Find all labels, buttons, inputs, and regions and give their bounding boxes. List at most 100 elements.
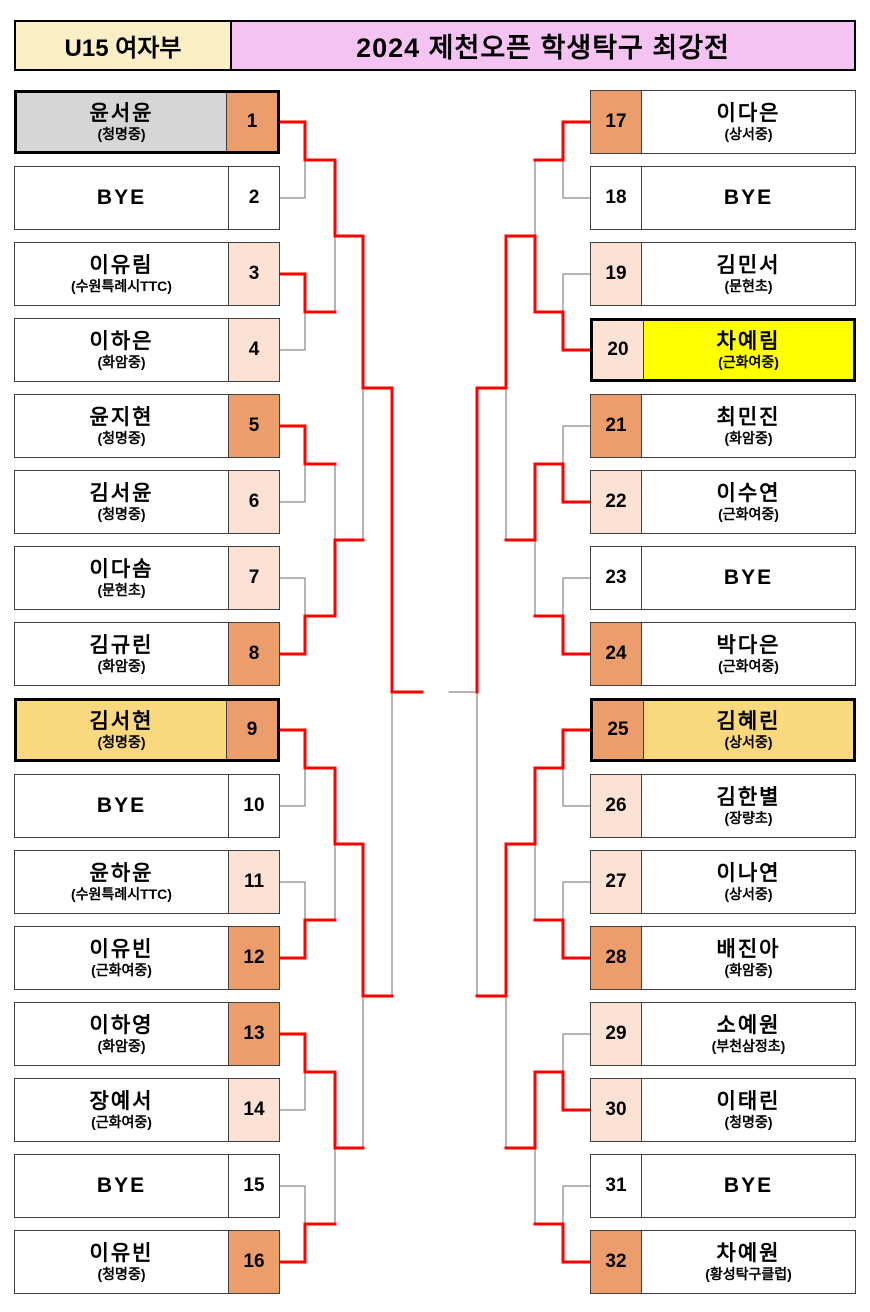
player-name-cell: BYE [15, 1155, 228, 1217]
player-name-cell: 김서현(청명중) [17, 701, 226, 759]
entry-box-5: 윤지현(청명중)5 [14, 394, 280, 458]
player-name-cell: BYE [642, 547, 855, 609]
player-name: 장예서 [89, 1089, 154, 1113]
player-club: (청명중) [97, 126, 146, 143]
player-name: 이유빈 [89, 1241, 154, 1265]
player-club: (화암중) [97, 658, 146, 675]
player-name-cell: 이하은(화암중) [15, 319, 228, 381]
player-name: BYE [723, 565, 774, 589]
player-name-cell: 이다은(상서중) [642, 91, 855, 153]
seed-number: 1 [226, 93, 277, 151]
player-name: BYE [96, 185, 147, 209]
player-name: 최민진 [716, 405, 781, 429]
player-club: (화암중) [724, 962, 773, 979]
seed-number: 22 [591, 471, 642, 533]
category-label: U15 여자부 [14, 20, 232, 71]
player-name: 이하은 [89, 329, 154, 353]
player-name: 이태린 [716, 1089, 781, 1113]
seed-number: 12 [228, 927, 279, 989]
tournament-title: 2024 제천오픈 학생탁구 최강전 [230, 20, 856, 71]
entry-box-13: 이하영(화암중)13 [14, 1002, 280, 1066]
player-name-cell: BYE [15, 167, 228, 229]
entry-box-1: 윤서윤(청명중)1 [14, 90, 280, 154]
player-name: BYE [96, 793, 147, 817]
seed-number: 3 [228, 243, 279, 305]
player-club: (문현초) [97, 582, 146, 599]
player-name-cell: 소예원(부천삼정초) [642, 1003, 855, 1065]
player-name-cell: 윤지현(청명중) [15, 395, 228, 457]
player-name: 김규린 [89, 633, 154, 657]
player-name-cell: 이유빈(근화여중) [15, 927, 228, 989]
seed-number: 13 [228, 1003, 279, 1065]
seed-number: 18 [591, 167, 642, 229]
player-name-cell: 김민서(문현초) [642, 243, 855, 305]
seed-number: 25 [593, 701, 644, 759]
player-club: (상서중) [724, 886, 773, 903]
player-club: (근화여중) [718, 354, 779, 371]
player-club: (수원특례시TTC) [71, 886, 172, 903]
player-name-cell: 이나연(상서중) [642, 851, 855, 913]
player-club: (황성탁구클럽) [705, 1266, 792, 1283]
seed-number: 32 [591, 1231, 642, 1293]
player-club: (근화여중) [91, 962, 152, 979]
entry-box-6: 김서윤(청명중)6 [14, 470, 280, 534]
player-name-cell: 이유림(수원특례시TTC) [15, 243, 228, 305]
player-name-cell: 배진아(화암중) [642, 927, 855, 989]
entry-box-4: 이하은(화암중)4 [14, 318, 280, 382]
player-name: 김민서 [716, 253, 781, 277]
entry-box-10: BYE 10 [14, 774, 280, 838]
player-name-cell: 윤서윤(청명중) [17, 93, 226, 151]
seed-number: 10 [228, 775, 279, 837]
player-name-cell: 이수연(근화여중) [642, 471, 855, 533]
player-name-cell: 김규린(화암중) [15, 623, 228, 685]
seed-number: 29 [591, 1003, 642, 1065]
seed-number: 8 [228, 623, 279, 685]
entry-box-2: BYE 2 [14, 166, 280, 230]
entry-box-3: 이유림(수원특례시TTC)3 [14, 242, 280, 306]
player-name: 차예원 [716, 1241, 781, 1265]
player-name-cell: 김한별(장량초) [642, 775, 855, 837]
player-name: 김서윤 [89, 481, 154, 505]
seed-number: 7 [228, 547, 279, 609]
player-name-cell: BYE [642, 1155, 855, 1217]
player-name: BYE [96, 1173, 147, 1197]
player-name-cell: 윤하윤(수원특례시TTC) [15, 851, 228, 913]
player-name: 이유림 [89, 253, 154, 277]
seed-number: 9 [226, 701, 277, 759]
player-name-cell: 김혜린(상서중) [644, 701, 853, 759]
entry-box-9: 김서현(청명중)9 [14, 698, 280, 762]
entry-box-32: 32 차예원(황성탁구클럽) [590, 1230, 856, 1294]
seed-number: 24 [591, 623, 642, 685]
player-club: (청명중) [97, 1266, 146, 1283]
player-name: 차예림 [716, 329, 781, 353]
player-name: 이하영 [89, 1013, 154, 1037]
seed-number: 21 [591, 395, 642, 457]
seed-number: 16 [228, 1231, 279, 1293]
player-name: 윤하윤 [89, 861, 154, 885]
entry-box-8: 김규린(화암중)8 [14, 622, 280, 686]
player-club: (근화여중) [91, 1114, 152, 1131]
player-club: (청명중) [97, 506, 146, 523]
player-club: (청명중) [97, 430, 146, 447]
seed-number: 2 [228, 167, 279, 229]
player-name-cell: BYE [642, 167, 855, 229]
player-name: 김서현 [89, 709, 154, 733]
seed-number: 14 [228, 1079, 279, 1141]
seed-number: 4 [228, 319, 279, 381]
player-name-cell: 이태린(청명중) [642, 1079, 855, 1141]
player-club: (청명중) [97, 734, 146, 751]
player-name-cell: 김서윤(청명중) [15, 471, 228, 533]
player-club: (근화여중) [718, 658, 779, 675]
